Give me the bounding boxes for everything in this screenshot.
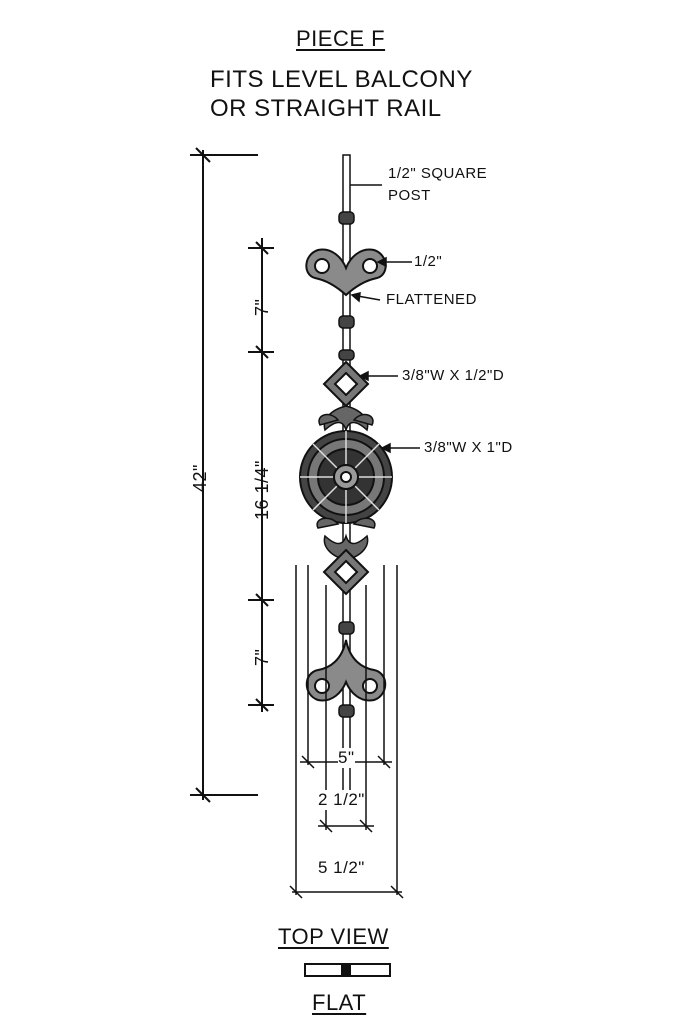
subtitle-line-2: OR STRAIGHT RAIL [210,95,442,122]
post-callout-line-1: 1/2" SQUARE [388,165,488,182]
medallion-callout: 3/8"W X 1"D [424,439,513,456]
lower-leaf-ornament [316,517,376,561]
width-dimension-lines [289,565,404,899]
diamond-callout: 3/8"W X 1/2"D [402,367,505,384]
width-5-5-label: 5 1/2" [318,858,365,878]
upper-leaf-ornament [318,405,374,433]
top-view-label: TOP VIEW [278,924,389,949]
upper-diamond [322,360,370,408]
flattened-callout: FLATTENED [386,291,477,308]
lower-diamond [322,548,370,596]
overall-height-label: 42" [190,464,210,492]
lower-spacing-label: 7" [252,648,272,666]
page-title: PIECE F [296,26,386,51]
upper-scroll [305,248,387,297]
post-callout-line-2: POST [388,187,431,204]
center-section-label: 16 1/4" [252,460,272,520]
half-inch-callout: 1/2" [414,253,443,270]
callout-leaders [350,184,420,454]
flat-label: FLAT [312,990,367,1015]
section-dimensions [248,238,274,712]
subtitle-line-1: FITS LEVEL BALCONY [210,66,473,93]
width-5-label: 5" [338,748,355,768]
overall-height-dimension [190,147,258,803]
upper-spacing-label: 7" [252,298,272,316]
top-view-flat-bar [304,963,391,977]
width-2-5-label: 2 1/2" [318,790,365,810]
center-medallion [299,430,393,524]
